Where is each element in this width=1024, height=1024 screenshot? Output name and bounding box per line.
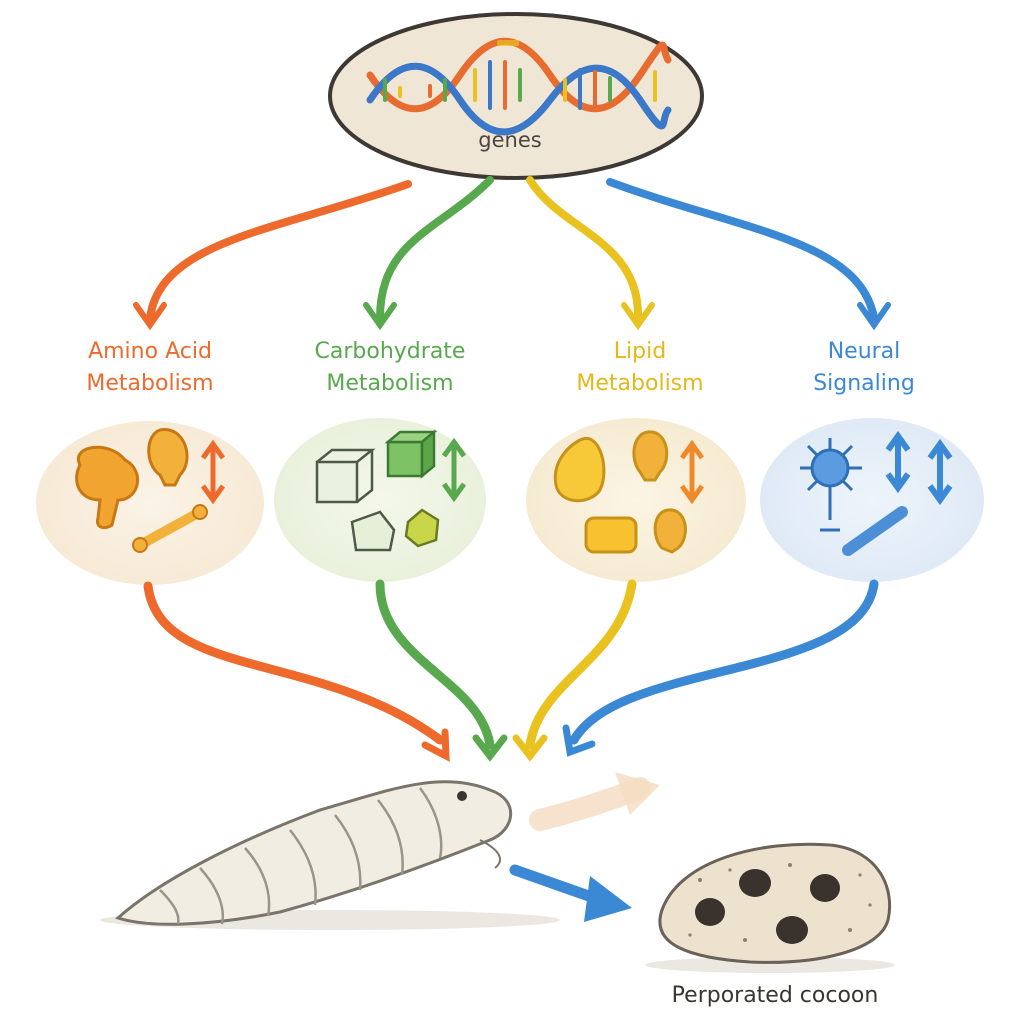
genes-node [328, 12, 704, 180]
dna-helix-icon [366, 37, 672, 136]
carb-line2: Metabolism [326, 371, 454, 396]
amino-acid-metabolism-label: Amino Acid Metabolism [40, 336, 260, 400]
lipid-bubble [526, 418, 746, 582]
lipid-line2: Metabolism [576, 371, 704, 396]
up-down-arrow-icon [441, 437, 467, 503]
arrow-larva-to-cocoon [509, 864, 632, 922]
gene-to-pathway-arrows [133, 176, 891, 331]
arrow-to-amino [146, 180, 412, 322]
genes-label: genes [478, 128, 542, 152]
lipid-line1: Lipid [613, 339, 667, 364]
amino-line2: Metabolism [86, 371, 214, 396]
neural-line1: Neural [827, 339, 901, 364]
carbohydrate-metabolism-label: Carbohydrate Metabolism [280, 336, 500, 400]
arrow-amino-to-larva [143, 581, 445, 745]
arrow-to-lipid [526, 176, 643, 322]
neural-signaling-label: Neural Signaling [754, 336, 974, 400]
arrow-lipid-to-larva [525, 579, 637, 750]
amino-bubble [36, 421, 264, 585]
up-down-arrow-icon [200, 439, 226, 505]
neural-bubble [760, 418, 984, 582]
arrow-carb-to-larva [375, 579, 495, 750]
carb-line1: Carbohydrate [314, 339, 466, 364]
neural-line2: Signaling [813, 371, 915, 396]
arrow-neural-to-larva [569, 579, 879, 745]
neuron-icon [800, 438, 862, 532]
amino-line1: Amino Acid [88, 339, 212, 364]
up-down-arrow-icon [885, 430, 953, 506]
lipid-metabolism-label: Lipid Metabolism [530, 336, 750, 400]
arrow-to-carb [376, 176, 494, 322]
up-down-arrow-icon [679, 439, 705, 505]
pathway-to-larva-arrows [143, 579, 879, 762]
carb-bubble [274, 418, 486, 582]
cocoon-label: Perporated cocoon [671, 983, 879, 1008]
arrow-to-neural [606, 178, 878, 322]
perforated-cocoon [645, 842, 895, 973]
silkworm-larva [100, 780, 560, 930]
